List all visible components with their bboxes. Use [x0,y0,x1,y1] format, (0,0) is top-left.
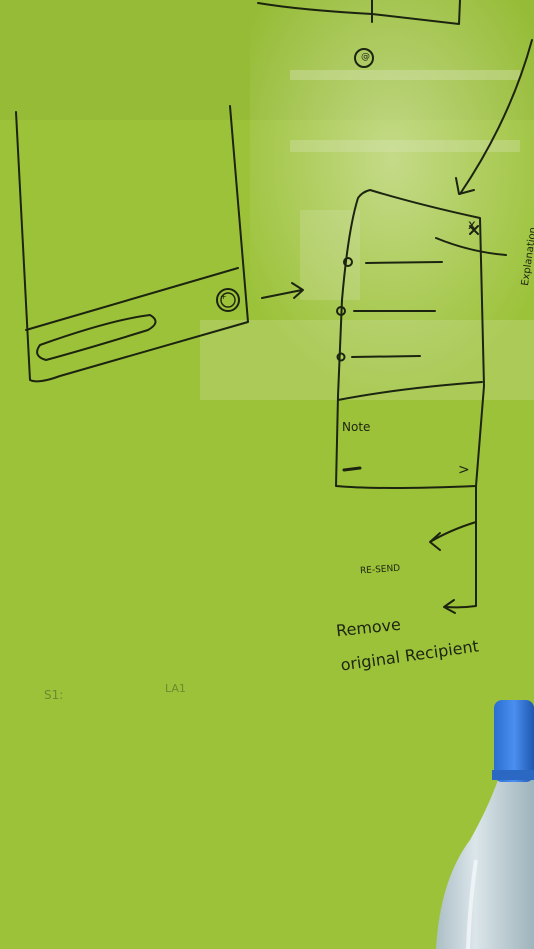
branch-line [445,485,477,609]
smudge-left-text: S1: [44,688,64,702]
option-bullet-3 [336,352,346,362]
bottle-cap-ring [492,770,534,780]
phone-bottom-bar [25,267,239,331]
add-button-icon [216,288,240,312]
close-glyph: x [468,218,476,233]
top-circle-icon [354,48,374,68]
water-bottle [436,700,534,949]
sketch-ink [15,0,533,614]
arrow-right-icon [261,282,304,299]
minus-icon [342,466,362,472]
window-reflection-bar-1 [290,70,520,80]
long-arrow-into-panel [455,39,533,195]
window-reflection-bar-3 [300,210,360,300]
floor-reflection [200,320,534,400]
note-label: Note [342,420,371,434]
explanation-pointer [435,237,507,256]
add-button-glyph: + [220,292,227,301]
panel-divider [337,381,483,401]
window-reflection [250,0,534,400]
chevron-right-icon: > [458,462,470,478]
option-bullet-2 [336,306,346,316]
text-input-pill [36,314,157,361]
phone-frame-sketch [15,105,249,383]
option-line-1 [365,261,443,264]
option-bullet-1 [343,257,353,267]
bottle-highlight [466,859,478,949]
close-icon [469,225,479,235]
bottle-cap [494,700,534,782]
bottle-body [436,762,534,949]
branch-arrow-resend [429,521,477,551]
option-line-3 [351,355,421,358]
add-button-inner [220,292,236,308]
top-circle-glyph: @ [361,52,370,62]
smudge-right-text: LA1 [165,682,186,695]
window-reflection-bar-2 [290,140,520,152]
branch-arrow-remove [443,599,456,614]
